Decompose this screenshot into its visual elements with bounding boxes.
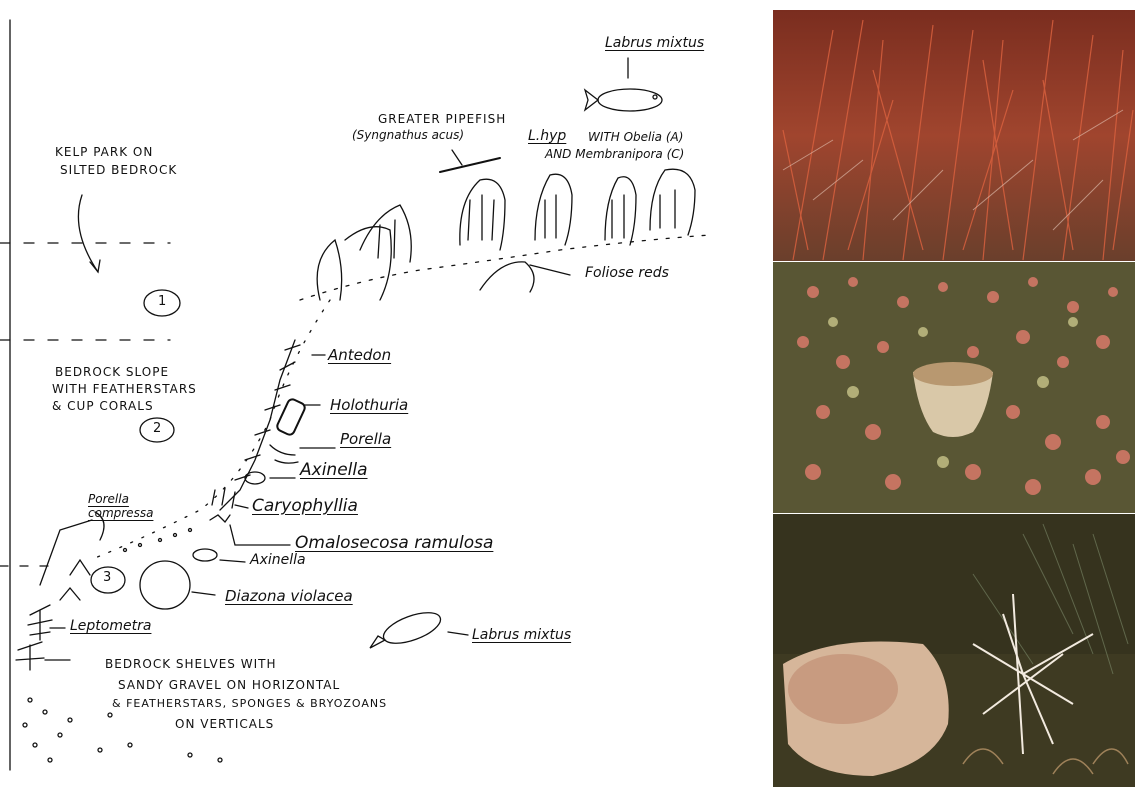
porella-label: Porella xyxy=(340,430,391,448)
kelp-frond-7 xyxy=(480,262,534,292)
diazona-pointer xyxy=(192,592,215,595)
kelp-frond-2 xyxy=(460,179,505,250)
labrus-bottom-body xyxy=(380,606,445,649)
omalosecosa-label: Omalosecosa ramulosa xyxy=(295,533,493,553)
axinella-drawing-2 xyxy=(193,549,217,561)
labrus-top-tail xyxy=(585,90,598,110)
omalosecosa-drawing xyxy=(210,515,230,522)
photo-red-hydroids xyxy=(773,10,1135,261)
labrus-top-label: Labrus mixtus xyxy=(605,35,704,51)
zone3-number: 3 xyxy=(103,570,111,585)
pipefish-pointer xyxy=(452,150,462,165)
antedon-label: Antedon xyxy=(328,346,391,364)
kelp-frond-6 xyxy=(360,205,411,262)
porella-compressa-arrow-1 xyxy=(40,520,92,585)
silted-bedrock-label: SILTED BEDROCK xyxy=(60,163,177,177)
featherstar-stalk xyxy=(220,340,295,510)
labrus-bottom-pointer xyxy=(448,632,468,635)
photo-sponge-featherstar xyxy=(773,514,1135,787)
holothuria-label: Holothuria xyxy=(330,396,408,414)
obelia-label: WITH Obelia (A) xyxy=(588,130,683,144)
labrus-bottom-tail xyxy=(370,636,385,648)
holothuria-drawing xyxy=(276,398,307,436)
axinella-drawing-1 xyxy=(245,472,265,484)
kelp-frond-5 xyxy=(650,169,695,235)
slope-label-line2: WITH FEATHERSTARS xyxy=(52,382,197,396)
bryozoan-drawings xyxy=(60,560,90,600)
axinella2-pointer xyxy=(220,560,245,562)
foliose-reds-label: Foliose reds xyxy=(585,265,669,281)
photo-cup-corals xyxy=(773,262,1135,513)
arrow-zone1 xyxy=(78,195,98,272)
pipefish-latin-label: (Syngnathus acus) xyxy=(352,128,464,142)
zone1-number: 1 xyxy=(158,294,166,309)
diazona-label: Diazona violacea xyxy=(225,587,353,605)
lhyp-label: L.hyp xyxy=(528,128,566,144)
porella-compressa-label-2: compressa xyxy=(88,506,153,520)
leptometra-drawing-1 xyxy=(28,605,52,640)
slope-dots xyxy=(124,529,192,552)
pipefish-label: GREATER PIPEFISH xyxy=(378,112,506,126)
shelves-label-line3: & FEATHERSTARS, SPONGES & BRYOZOANS xyxy=(112,697,387,710)
kelp-frond-3 xyxy=(535,174,572,245)
pipefish-drawing xyxy=(440,158,500,172)
zone2-number: 2 xyxy=(153,421,161,436)
kelp-park-label: KELP PARK ON xyxy=(55,145,153,159)
caryophyllia-label: Caryophyllia xyxy=(252,496,358,516)
shelves-label-line2: SANDY GRAVEL ON HORIZONTAL xyxy=(118,678,340,692)
membranipora-label: AND Membranipora (C) xyxy=(545,147,684,161)
porella-drawing xyxy=(270,445,298,463)
axinella-label-1: Axinella xyxy=(300,460,368,480)
kelp-frond-1 xyxy=(317,227,391,300)
leptometra-label: Leptometra xyxy=(70,618,151,634)
labrus-top-eye xyxy=(653,95,657,99)
foliose-pointer xyxy=(530,265,570,275)
axinella-label-2: Axinella xyxy=(250,552,306,568)
slope-label-line1: BEDROCK SLOPE xyxy=(55,365,169,379)
kelp-frond-4 xyxy=(605,177,636,245)
slope-label-line3: & CUP CORALS xyxy=(52,399,154,413)
omalosecosa-pointer xyxy=(230,525,290,545)
leptometra-drawing-2 xyxy=(16,642,44,670)
labrus-bottom-label: Labrus mixtus xyxy=(472,627,571,643)
shelves-label-line1: BEDROCK SHELVES WITH xyxy=(105,657,276,671)
shelves-label-line4: ON VERTICALS xyxy=(175,717,274,731)
diazona-drawing xyxy=(140,561,190,609)
featherstar-arms xyxy=(235,345,300,480)
porella-compressa-label-1: Porella xyxy=(88,492,129,506)
caryophyllia-pointer xyxy=(235,505,248,508)
labrus-top-body xyxy=(598,89,662,111)
